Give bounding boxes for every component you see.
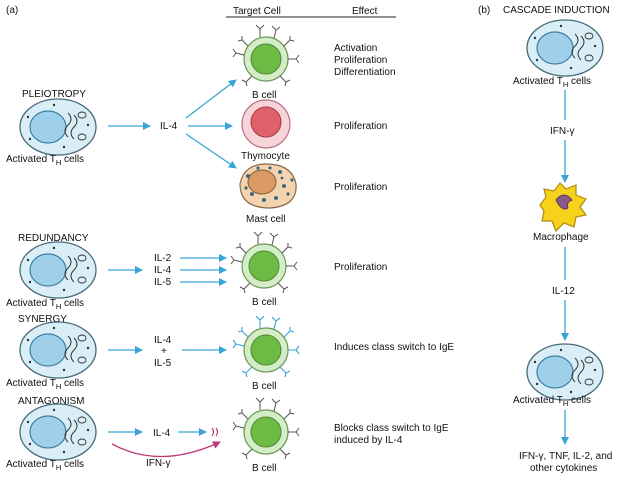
redundancy-cytokine-3: IL-5 <box>154 277 172 288</box>
thymocyte-label: Thymocyte <box>241 151 290 162</box>
pleiotropy-cytokine: IL-4 <box>160 121 178 132</box>
synergy-producer-label: Activated TH cells <box>6 378 84 391</box>
synergy-title: SYNERGY <box>18 314 67 325</box>
synergy-th-cell <box>19 321 97 379</box>
header-effect: Effect <box>352 6 378 17</box>
panel-b-label: (b) <box>478 5 490 16</box>
synergy-plus: + <box>161 346 167 357</box>
redundancy-producer-label: Activated TH cells <box>6 298 84 311</box>
pleiotropy-arrow-mastcell <box>185 133 237 169</box>
macrophage <box>539 182 588 233</box>
pleiotropy-producer-label: Activated TH cells <box>6 154 84 167</box>
redundancy-bcell <box>230 231 298 294</box>
antagonism-producer-label: Activated TH cells <box>6 459 84 472</box>
cascade-title: CASCADE INDUCTION <box>503 5 610 16</box>
pleiotropy-th-cell <box>19 98 97 156</box>
cascade-producer2-label: Activated TH cells <box>513 395 591 408</box>
pleiotropy-title: PLEIOTROPY <box>22 89 86 100</box>
mastcell-label: Mast cell <box>246 214 285 225</box>
antagonism-inhibitor-arrow <box>111 441 221 458</box>
synergy-effect: Induces class switch to IgE <box>334 342 454 353</box>
mast-cell <box>239 163 297 209</box>
antagonism-th-cell <box>19 403 97 461</box>
cascade-output-line-1: IFN-γ, TNF, IL-2, and <box>519 451 612 462</box>
antagonism-bcell-label: B cell <box>252 463 276 474</box>
synergy-bcell <box>232 315 300 378</box>
cascade-macrophage-label: Macrophage <box>533 232 589 243</box>
panel-a-label: (a) <box>6 5 18 16</box>
cascade-step2: IL-12 <box>552 286 575 297</box>
antagonism-title: ANTAGONISM <box>18 396 84 407</box>
antagonism-inhibitor: IFN-γ <box>146 458 170 469</box>
antagonism-block-mark <box>211 427 219 437</box>
redundancy-cytokine-2: IL-4 <box>154 265 172 276</box>
cascade-th-cell-2 <box>526 343 604 401</box>
cascade-output-line-2: other cytokines <box>530 463 597 474</box>
redundancy-th-cell <box>19 241 97 299</box>
pleiotropy-bcell-label: B cell <box>252 90 276 101</box>
antagonism-effect-line-2: induced by IL-4 <box>334 435 403 446</box>
synergy-cytokine-top: IL-4 <box>154 335 172 346</box>
cascade-step1: IFN-γ <box>550 126 574 137</box>
redundancy-bcell-label: B cell <box>252 297 276 308</box>
pleiotropy-effect-line-2: Proliferation <box>334 55 387 66</box>
redundancy-cytokine-1: IL-2 <box>154 253 172 264</box>
pleiotropy-effect-line-3: Differentiation <box>334 67 396 78</box>
pleiotropy-effect-line-1: Activation <box>334 43 377 54</box>
pleiotropy-bcell <box>232 24 300 87</box>
antagonism-effect-line-1: Blocks class switch to IgE <box>334 423 449 434</box>
pleiotropy-arrow-bcell <box>185 79 237 119</box>
antagonism-bcell <box>232 397 300 460</box>
synergy-bcell-label: B cell <box>252 381 276 392</box>
cascade-producer-label: Activated TH cells <box>513 76 591 89</box>
redundancy-title: REDUNDANCY <box>18 233 89 244</box>
thymocyte <box>241 99 291 149</box>
synergy-cytokine-bottom: IL-5 <box>154 358 172 369</box>
thymocyte-effect: Proliferation <box>334 121 387 132</box>
antagonism-cytokine: IL-4 <box>153 428 171 439</box>
cascade-th-cell-1 <box>526 19 604 77</box>
redundancy-effect: Proliferation <box>334 262 387 273</box>
mastcell-effect: Proliferation <box>334 182 387 193</box>
header-target-cell: Target Cell <box>233 6 281 17</box>
